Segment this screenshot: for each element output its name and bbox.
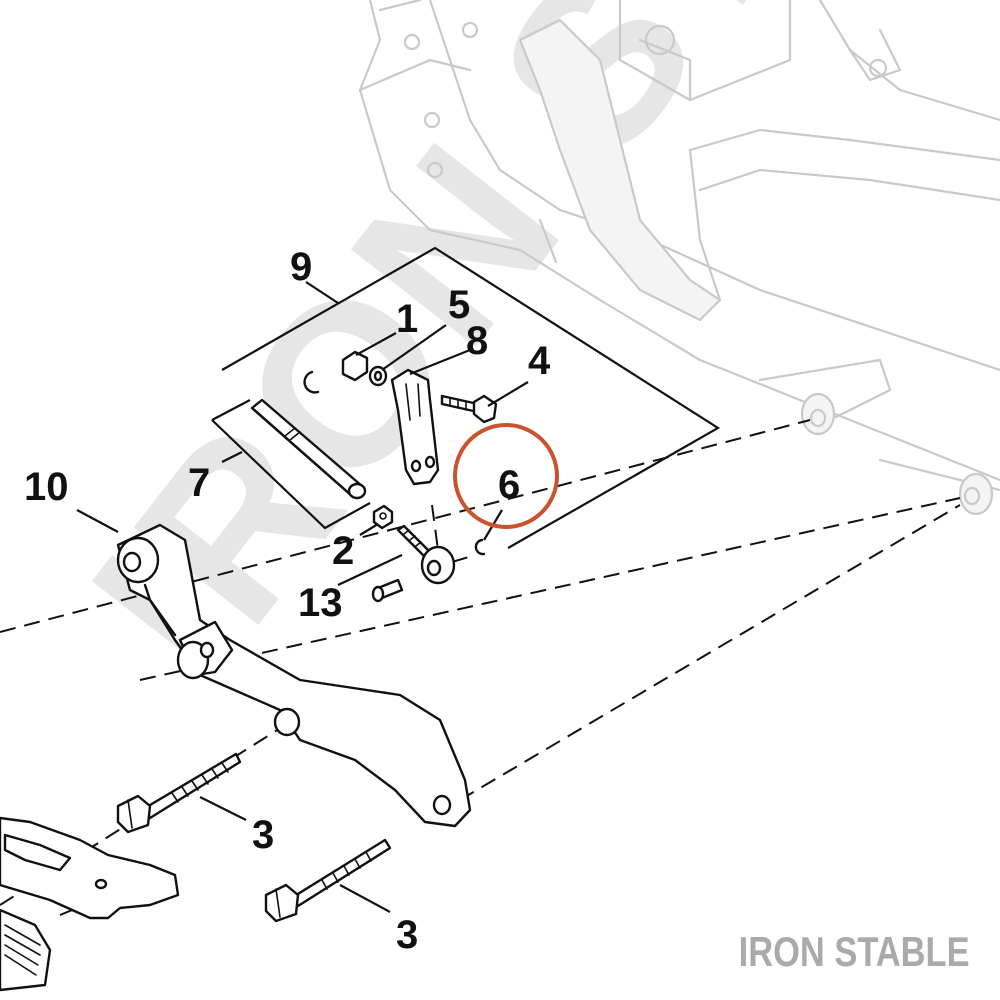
kit-outline-9 bbox=[211, 246, 721, 549]
brand-logo-text: IRON STABLE bbox=[739, 928, 970, 975]
bolt-4 bbox=[440, 394, 498, 424]
brake-pedal-arm bbox=[116, 523, 472, 828]
nut-1 bbox=[341, 350, 369, 382]
callout-6: 6 bbox=[498, 463, 520, 507]
e-clip-6 bbox=[474, 538, 486, 556]
callout-1: 1 bbox=[396, 297, 418, 341]
ghost-frame bbox=[358, 0, 1000, 516]
nut-2 bbox=[372, 504, 394, 530]
e-clip-top bbox=[303, 370, 320, 394]
alignment-lines bbox=[0, 419, 961, 916]
highlight-circle bbox=[453, 423, 559, 529]
callout-8: 8 bbox=[466, 319, 488, 363]
long-bolt-upper bbox=[116, 752, 242, 834]
callout-5: 5 bbox=[448, 283, 470, 327]
callout-7: 7 bbox=[188, 461, 210, 505]
clevis-pin bbox=[371, 578, 404, 603]
callout-3-lower: 3 bbox=[396, 913, 418, 957]
pushrod-sleeve bbox=[250, 398, 367, 500]
rod-end-13 bbox=[396, 524, 456, 585]
leader-lines bbox=[76, 281, 529, 913]
callout-2: 2 bbox=[332, 529, 354, 573]
callout-10: 10 bbox=[24, 465, 69, 509]
footrest-pad bbox=[0, 816, 180, 992]
clevis-8 bbox=[390, 368, 440, 486]
long-bolt-lower bbox=[264, 838, 392, 923]
callout-3-upper: 3 bbox=[252, 813, 274, 857]
callout-labels: 9 1 5 8 4 6 7 10 2 13 3 3 bbox=[24, 245, 551, 957]
callout-4: 4 bbox=[528, 339, 551, 383]
callout-13: 13 bbox=[298, 581, 343, 625]
callout-9: 9 bbox=[290, 245, 312, 289]
washer-5 bbox=[368, 365, 388, 387]
